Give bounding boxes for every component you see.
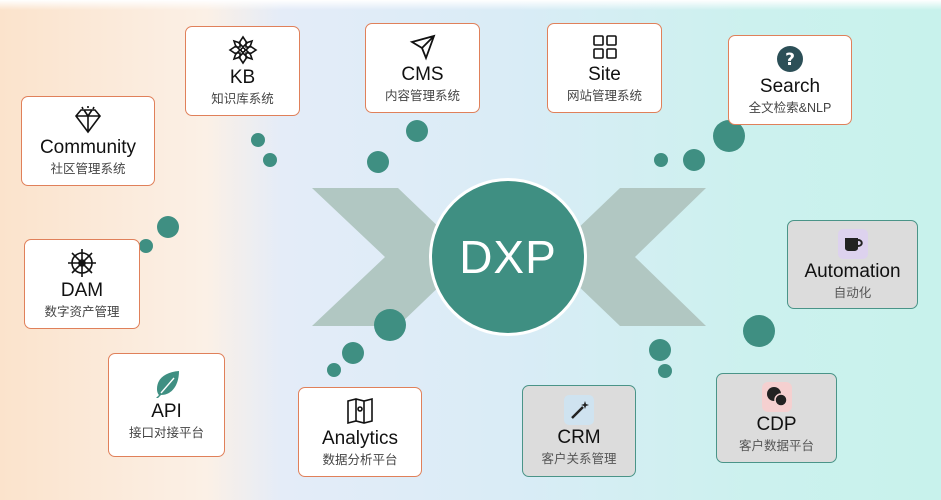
node-subtitle: 客户数据平台	[738, 439, 814, 453]
wheel-icon	[67, 248, 97, 278]
send-icon	[408, 32, 438, 62]
node-subtitle: 社区管理系统	[50, 162, 126, 176]
node-subtitle: 数据分析平台	[322, 453, 398, 467]
node-subtitle: 接口对接平台	[128, 426, 204, 440]
node-subtitle: 自动化	[833, 285, 872, 300]
hub-label: DXP	[459, 231, 557, 283]
node-subtitle: 内容管理系统	[384, 89, 460, 103]
node-title: Community	[39, 137, 137, 158]
node-automation[interactable]: Automation 自动化	[787, 220, 918, 309]
node-subtitle: 数字资产管理	[44, 305, 120, 319]
leaf-icon	[152, 369, 182, 399]
node-title: CMS	[401, 64, 444, 85]
node-analytics[interactable]: Analytics 数据分析平台	[298, 387, 422, 477]
node-subtitle: 知识库系统	[211, 92, 274, 106]
node-title: DAM	[60, 280, 104, 301]
node-api[interactable]: API 接口对接平台	[108, 353, 225, 457]
node-dam[interactable]: DAM 数字资产管理	[24, 239, 140, 329]
node-title: API	[151, 401, 182, 422]
node-subtitle: 客户关系管理	[541, 452, 617, 466]
connector-dots	[139, 120, 775, 378]
node-title: CRM	[557, 427, 601, 448]
cup-icon	[837, 228, 868, 259]
node-cdp[interactable]: CDP 客户数据平台	[716, 373, 837, 463]
dxp-hub: DXP	[429, 178, 587, 336]
node-crm[interactable]: CRM 客户关系管理	[522, 385, 636, 477]
node-title: Site	[588, 64, 621, 85]
cross-shape	[312, 188, 706, 326]
node-site[interactable]: Site 网站管理系统	[547, 23, 662, 113]
svg-text:?: ?	[785, 50, 795, 70]
magic-wand-icon	[564, 395, 594, 425]
snowflake-icon	[228, 35, 258, 65]
node-subtitle: 网站管理系统	[566, 89, 642, 103]
map-icon	[345, 396, 375, 426]
node-title: Search	[759, 76, 821, 97]
node-title: Automation	[804, 260, 901, 282]
node-cms[interactable]: CMS 内容管理系统	[365, 23, 480, 113]
node-title: Analytics	[321, 428, 399, 449]
node-subtitle: 全文检索&NLP	[748, 101, 832, 115]
node-community[interactable]: Community 社区管理系统	[21, 96, 155, 186]
node-kb[interactable]: KB 知识库系统	[185, 26, 300, 116]
chat-icon	[761, 382, 792, 412]
node-search[interactable]: ? Search 全文检索&NLP	[728, 35, 852, 125]
node-title: KB	[229, 67, 256, 88]
grid-icon	[590, 32, 620, 62]
question-icon: ?	[775, 44, 805, 74]
diamond-icon	[73, 105, 103, 135]
node-title: CDP	[756, 414, 797, 435]
